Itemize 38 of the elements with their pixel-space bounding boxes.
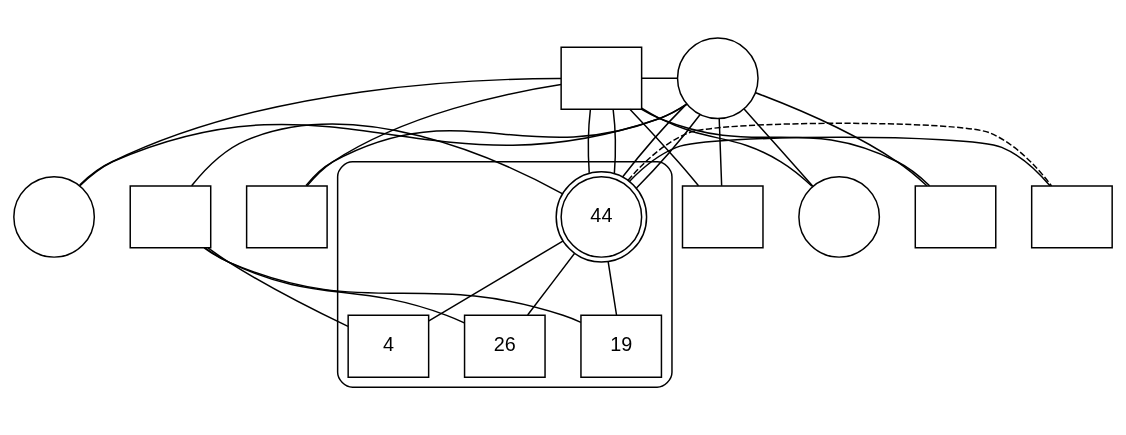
connector [78,103,688,186]
connector [640,107,813,188]
node-box [129,185,212,249]
node-circle [676,37,759,120]
node-box [681,185,764,249]
connector [587,108,592,174]
connector [754,92,928,187]
connector [306,83,562,187]
node-circle [13,175,96,258]
connector [641,77,679,79]
connector [428,240,564,322]
node-circle [798,175,881,258]
connector [718,117,723,187]
connector [635,113,701,189]
connector [640,108,931,187]
connector [203,247,582,324]
node-box: 4 [347,314,430,378]
connector [627,122,1053,187]
connector [526,252,576,316]
connector [207,247,349,328]
connector [305,103,688,187]
connector [204,247,466,324]
connector [612,108,617,175]
node-box: 26 [463,314,546,378]
connector [190,123,563,195]
cluster [336,161,673,388]
connector [607,261,618,316]
connector [743,108,814,187]
node-box [914,185,997,249]
node-circle: 44 [555,170,648,263]
connector [79,77,562,187]
connector [628,136,1051,187]
node-box: 19 [580,314,663,378]
node-box [1030,185,1113,249]
connector [622,103,688,178]
node-box [245,185,328,249]
node-box [560,46,643,110]
connector [629,108,700,187]
